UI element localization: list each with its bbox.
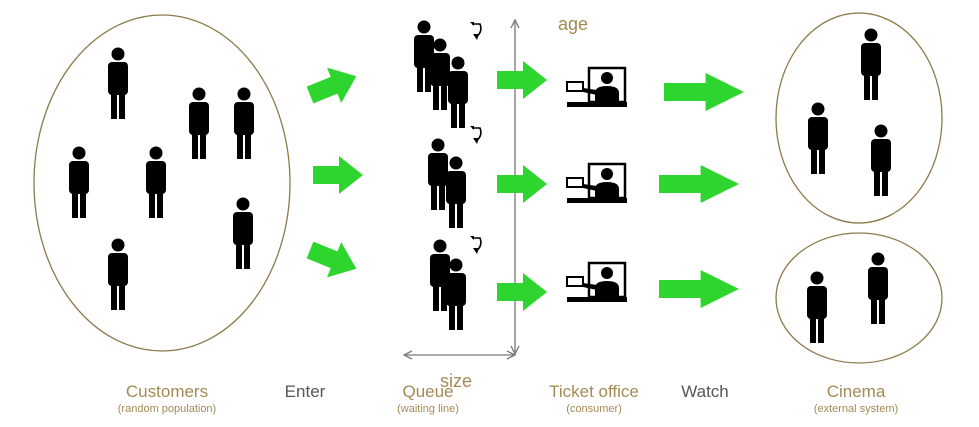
queue-label: Queue (waiting line) bbox=[383, 382, 473, 416]
person-icon bbox=[446, 156, 466, 228]
rotate-arrow-icon bbox=[469, 21, 482, 41]
queue-rotate-icons bbox=[469, 21, 482, 255]
arrow-right-icon bbox=[659, 270, 739, 308]
cinema-subtitle: (external system) bbox=[813, 403, 899, 415]
rotate-arrow-icon bbox=[469, 235, 482, 255]
arrow-right-icon bbox=[659, 165, 739, 203]
ticket-office-title: Ticket office bbox=[549, 382, 639, 401]
size-axis-label: size bbox=[440, 371, 473, 391]
ticket-booth-icon bbox=[565, 261, 629, 304]
ticket-booth-icon bbox=[565, 162, 629, 205]
customers-ellipse bbox=[33, 14, 291, 352]
person-icon bbox=[868, 252, 888, 324]
person-icon bbox=[428, 138, 448, 210]
enter-label: Enter bbox=[270, 382, 340, 402]
person-icon bbox=[189, 87, 209, 159]
ticket-booth-icon bbox=[565, 66, 629, 109]
rotate-arrow-icon bbox=[469, 125, 482, 145]
person-icon bbox=[69, 146, 89, 218]
queue-to-office-arrows bbox=[497, 61, 547, 311]
person-icon bbox=[807, 271, 827, 343]
arrow-right-icon bbox=[664, 73, 744, 111]
queue-subtitle: (waiting line) bbox=[397, 403, 459, 415]
person-icon bbox=[861, 28, 881, 100]
person-icon bbox=[234, 87, 254, 159]
queue-title: Queue bbox=[402, 382, 454, 401]
arrow-right-icon bbox=[497, 61, 547, 99]
cinema-title: Cinema bbox=[826, 382, 886, 401]
customer-figures bbox=[69, 47, 254, 310]
ticket-office-label: Ticket office (consumer) bbox=[534, 382, 654, 416]
size-axis bbox=[402, 350, 517, 360]
cinema-hall-1 bbox=[775, 12, 943, 224]
ticket-office-subtitle: (consumer) bbox=[566, 403, 622, 415]
person-icon bbox=[233, 197, 253, 269]
person-icon bbox=[871, 124, 891, 196]
watch-label: Watch bbox=[670, 382, 740, 402]
arrow-right-icon bbox=[313, 156, 363, 194]
cinema-figures bbox=[807, 28, 891, 343]
enter-title: Enter bbox=[284, 382, 326, 401]
ticket-booths bbox=[565, 66, 629, 304]
customers-title: Customers bbox=[125, 382, 209, 401]
arrow-right-icon bbox=[302, 58, 364, 113]
queue-figures bbox=[414, 20, 468, 330]
cinema-ellipses bbox=[775, 12, 943, 364]
customers-label: Customers (random population) bbox=[106, 382, 228, 416]
person-icon bbox=[108, 238, 128, 310]
person-icon bbox=[146, 146, 166, 218]
watch-arrows bbox=[659, 73, 744, 308]
enter-arrows bbox=[302, 58, 364, 287]
customers-subtitle: (random population) bbox=[117, 403, 217, 415]
age-axis-label: age bbox=[558, 14, 589, 34]
cinema-hall-2 bbox=[775, 232, 943, 364]
person-icon bbox=[448, 56, 468, 128]
cinema-label: Cinema (external system) bbox=[794, 382, 918, 416]
watch-title: Watch bbox=[681, 382, 729, 401]
person-icon bbox=[108, 47, 128, 119]
arrow-right-icon bbox=[497, 165, 547, 203]
arrow-right-icon bbox=[497, 273, 547, 311]
person-icon bbox=[808, 102, 828, 174]
arrow-right-icon bbox=[302, 232, 364, 287]
